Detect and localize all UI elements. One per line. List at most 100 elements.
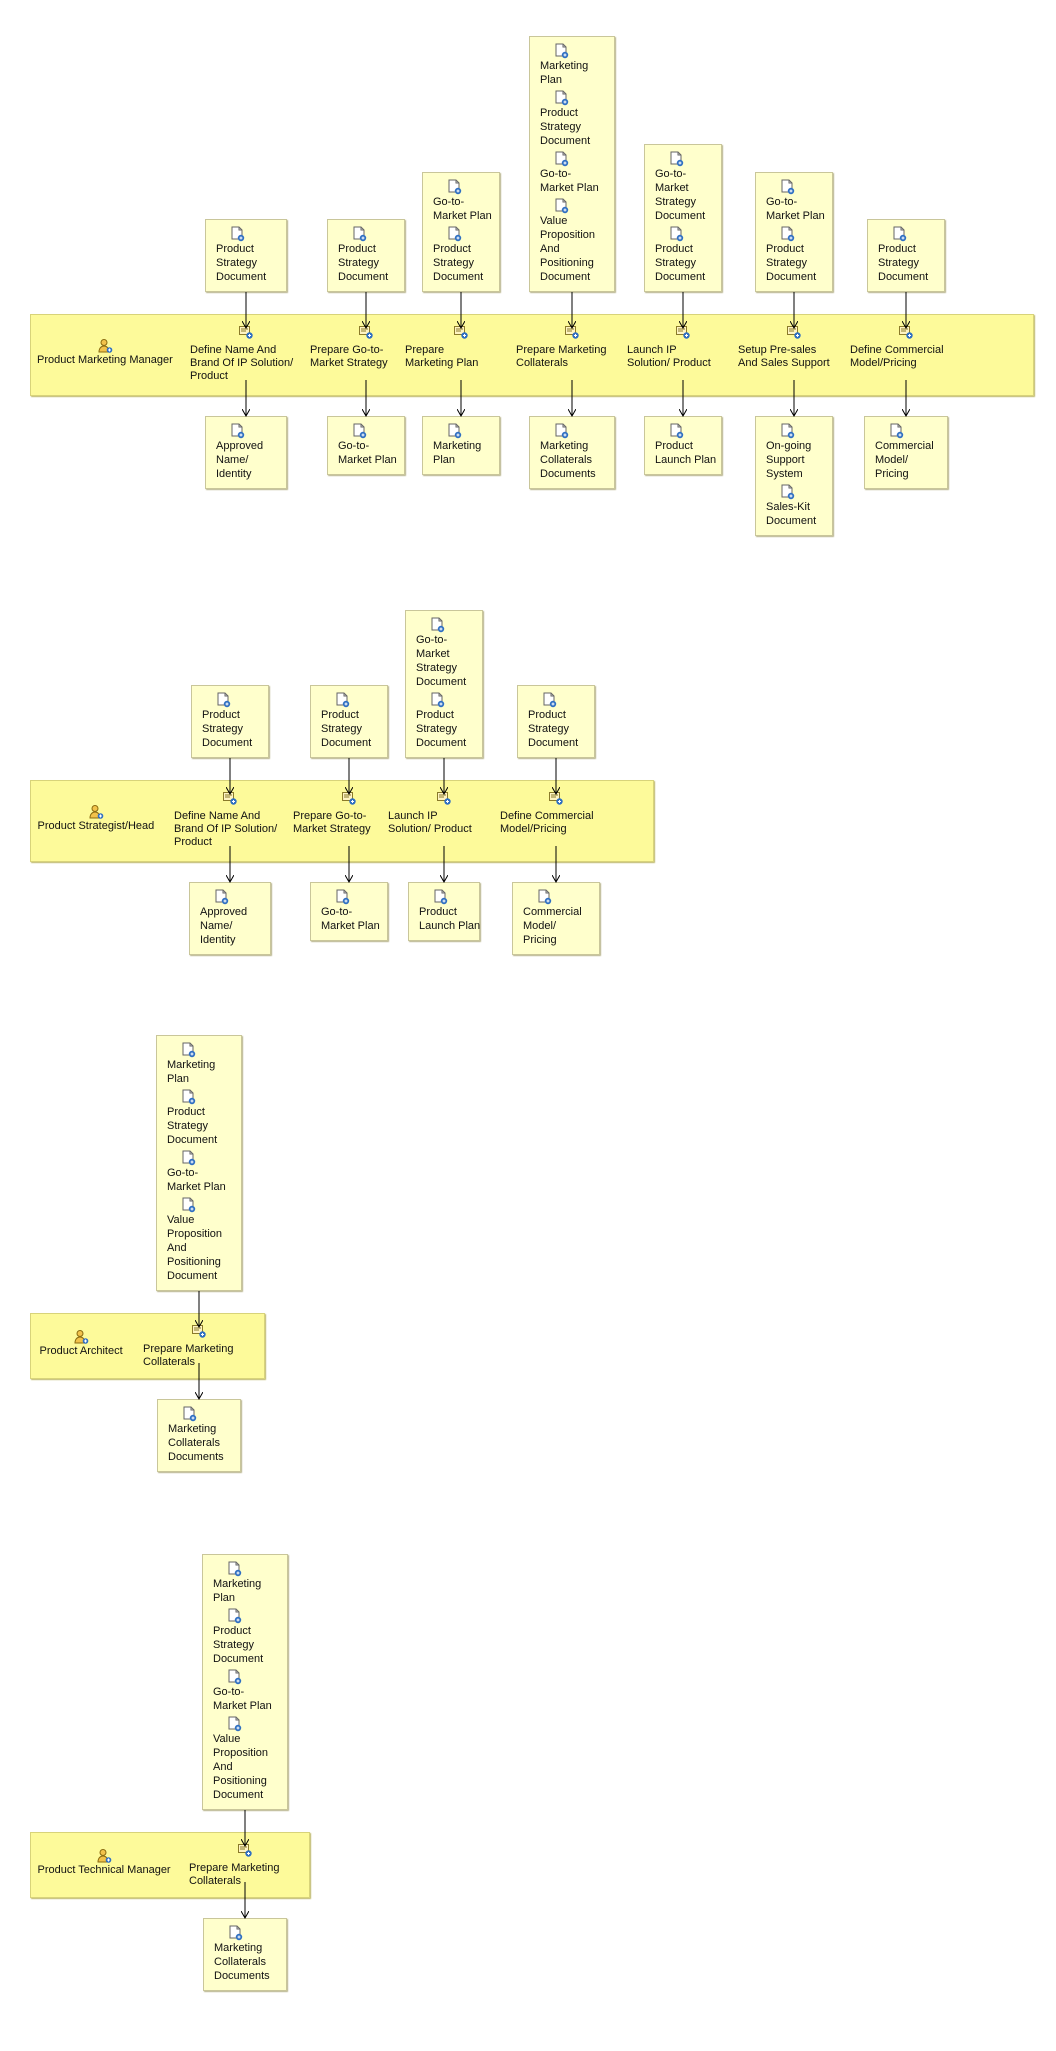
role-product-technical-manager[interactable]: Product Technical Manager (38, 1848, 171, 1877)
work-product-item[interactable]: Marketing Plan (433, 423, 493, 467)
task-label: Prepare Marketing Collaterals (189, 1862, 280, 1887)
outputs-work-products[interactable]: Product Launch Plan (408, 882, 480, 941)
work-product-item[interactable]: Product Strategy Document (878, 226, 938, 284)
work-product-item[interactable]: Go-to-Market Plan (540, 151, 608, 195)
task-prepare-marketing-plan[interactable]: Prepare Marketing Plan (405, 324, 495, 370)
work-product-item[interactable]: Marketing Plan (167, 1042, 235, 1086)
outputs-work-products[interactable]: Commercial Model/ Pricing (864, 416, 948, 489)
role-product-marketing-manager[interactable]: Product Marketing Manager (37, 338, 173, 367)
work-product-icon (555, 151, 569, 167)
work-product-item[interactable]: Go-to-Market Strategy Document (655, 151, 715, 223)
work-product-item[interactable]: Go-to-Market Plan (766, 179, 826, 223)
work-product-item[interactable]: Product Strategy Document (338, 226, 398, 284)
work-product-item[interactable]: Product Strategy Document (528, 692, 588, 750)
work-product-item[interactable]: Go-to-Market Plan (433, 179, 493, 223)
work-product-icon (893, 226, 907, 242)
work-product-item[interactable]: Product Strategy Document (766, 226, 826, 284)
work-product-icon (231, 226, 245, 242)
task-define-name-and-brand-of-ip-solution-product[interactable]: Define Name And Brand Of IP Solution/ Pr… (174, 790, 286, 849)
work-product-item[interactable]: Sales-Kit Document (766, 484, 826, 528)
role-product-strategist-head[interactable]: Product Strategist/Head (38, 804, 154, 833)
outputs-work-products[interactable]: Approved Name/ Identity (189, 882, 271, 955)
work-product-item[interactable]: Value Proposition And Positioning Docume… (540, 198, 608, 284)
work-product-item[interactable]: Product Strategy Document (321, 692, 381, 750)
task-label: Prepare Go-to-Market Strategy (310, 344, 388, 369)
work-product-icon (228, 1669, 242, 1685)
task-setup-pre-sales-and-sales-support[interactable]: Setup Pre-sales And Sales Support (738, 324, 833, 370)
task-launch-ip-solution-product[interactable]: Launch IP Solution/ Product (388, 790, 478, 836)
task-prepare-marketing-collaterals[interactable]: Prepare Marketing Collaterals (189, 1842, 301, 1888)
work-product-icon (555, 198, 569, 214)
work-product-icon (781, 423, 795, 439)
task-prepare-go-to-market-strategy[interactable]: Prepare Go-to-Market Strategy (293, 790, 388, 836)
work-product-item[interactable]: Approved Name/ Identity (200, 889, 264, 947)
outputs-work-products[interactable]: Go-to-Market Plan (327, 416, 405, 475)
inputs-work-products[interactable]: Product Strategy Document (205, 219, 287, 292)
work-product-icon (231, 423, 245, 439)
task-define-commercial-model-pricing[interactable]: Define Commercial Model/Pricing (850, 324, 945, 370)
inputs-work-products[interactable]: Product Strategy Document (310, 685, 388, 758)
work-product-item[interactable]: Value Proposition And Positioning Docume… (167, 1197, 235, 1283)
work-product-item[interactable]: Commercial Model/ Pricing (523, 889, 593, 947)
task-prepare-marketing-collaterals[interactable]: Prepare Marketing Collaterals (516, 324, 611, 370)
task-prepare-go-to-market-strategy[interactable]: Prepare Go-to-Market Strategy (310, 324, 405, 370)
work-product-item[interactable]: Go-to-Market Strategy Document (416, 617, 476, 689)
work-product-icon (353, 423, 367, 439)
outputs-work-products[interactable]: Commercial Model/ Pricing (512, 882, 600, 955)
outputs-work-products[interactable]: Go-to-Market Plan (310, 882, 388, 941)
work-product-item[interactable]: Product Strategy Document (540, 90, 608, 148)
work-product-item[interactable]: Marketing Collaterals Documents (214, 1925, 280, 1983)
work-product-item[interactable]: On-going Support System (766, 423, 826, 481)
work-product-item[interactable]: Product Launch Plan (419, 889, 480, 933)
outputs-work-products[interactable]: Marketing Collaterals Documents (157, 1399, 241, 1472)
inputs-work-products[interactable]: Product Strategy Document (191, 685, 269, 758)
inputs-work-products[interactable]: Product Strategy Document (867, 219, 945, 292)
work-product-item[interactable]: Marketing Collaterals Documents (540, 423, 608, 481)
inputs-work-products[interactable]: Product Strategy Document (327, 219, 405, 292)
task-launch-ip-solution-product[interactable]: Launch IP Solution/ Product (627, 324, 722, 370)
outputs-work-products[interactable]: Marketing Plan (422, 416, 500, 475)
task-icon (787, 326, 801, 339)
work-product-item[interactable]: Go-to-Market Plan (338, 423, 398, 467)
work-product-icon (431, 617, 445, 633)
role-icon (89, 805, 104, 819)
task-define-name-and-brand-of-ip-solution-product[interactable]: Define Name And Brand Of IP Solution/ Pr… (190, 324, 302, 383)
work-product-item[interactable]: Product Strategy Document (416, 692, 476, 750)
work-product-item[interactable]: Product Strategy Document (213, 1608, 281, 1666)
work-product-item[interactable]: Marketing Collaterals Documents (168, 1406, 234, 1464)
work-product-item[interactable]: Product Strategy Document (655, 226, 715, 284)
work-product-item[interactable]: Approved Name/ Identity (216, 423, 280, 481)
work-product-item[interactable]: Go-to-Market Plan (167, 1150, 235, 1194)
outputs-work-products[interactable]: Product Launch Plan (644, 416, 722, 475)
task-icon (342, 792, 356, 805)
outputs-work-products[interactable]: Marketing Collaterals Documents (203, 1918, 287, 1991)
work-product-item[interactable]: Product Strategy Document (216, 226, 280, 284)
work-product-item[interactable]: Go-to-Market Plan (213, 1669, 281, 1713)
task-define-commercial-model-pricing[interactable]: Define Commercial Model/Pricing (500, 790, 595, 836)
task-prepare-marketing-collaterals[interactable]: Prepare Marketing Collaterals (143, 1323, 255, 1369)
work-product-item[interactable]: Marketing Plan (213, 1561, 281, 1605)
work-product-item[interactable]: Product Strategy Document (433, 226, 493, 284)
work-product-icon (336, 692, 350, 708)
work-product-item[interactable]: Value Proposition And Positioning Docume… (213, 1716, 281, 1802)
work-product-item[interactable]: Marketing Plan (540, 43, 608, 87)
work-product-item[interactable]: Product Strategy Document (167, 1089, 235, 1147)
work-product-label: Go-to-Market Strategy Document (416, 634, 467, 688)
inputs-work-products[interactable]: Product Strategy Document (517, 685, 595, 758)
work-product-item[interactable]: Commercial Model/ Pricing (875, 423, 941, 481)
outputs-work-products[interactable]: Marketing Collaterals Documents (529, 416, 615, 489)
outputs-work-products[interactable]: Approved Name/ Identity (205, 416, 287, 489)
work-product-item[interactable]: Product Launch Plan (655, 423, 716, 467)
work-product-item[interactable]: Go-to-Market Plan (321, 889, 381, 933)
work-product-label: Product Strategy Document (167, 1106, 218, 1146)
work-product-item[interactable]: Product Strategy Document (202, 692, 262, 750)
role-product-architect[interactable]: Product Architect (40, 1329, 123, 1358)
